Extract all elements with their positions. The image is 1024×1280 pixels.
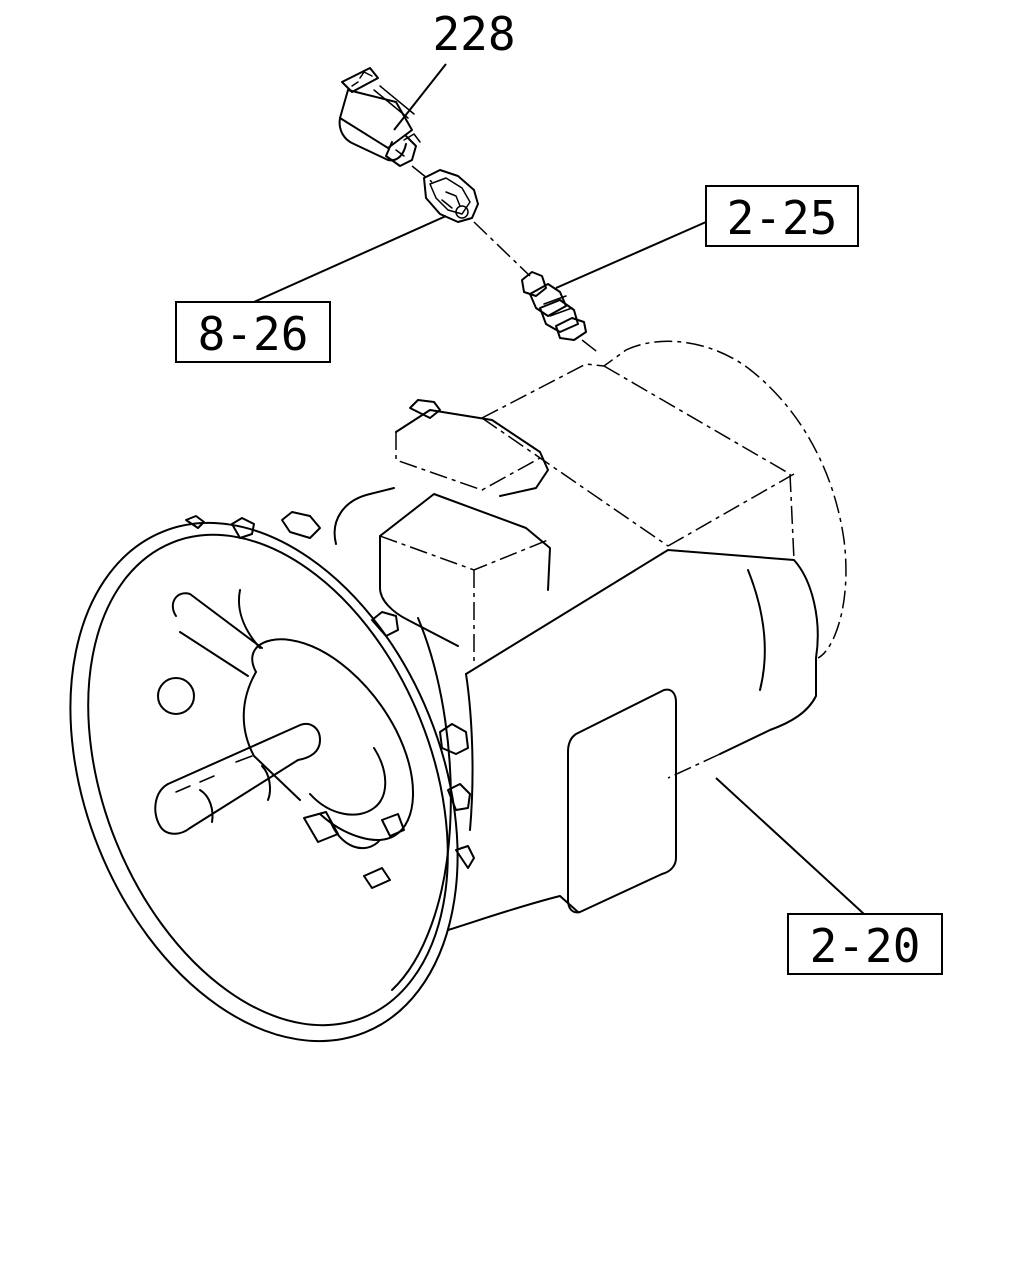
part-2-25-fitting[interactable] (521, 271, 587, 341)
callout-228-text: 228 (432, 7, 515, 61)
callout-2-25-box (705, 185, 859, 247)
assembly-line-228 (411, 165, 433, 183)
leader-228 (393, 63, 447, 131)
part-8-26-connector[interactable] (423, 169, 479, 223)
callout-2-20[interactable]: 2-20 (787, 913, 943, 975)
callout-2-20-box (787, 913, 943, 975)
callout-2-25-text: 2-25 (727, 191, 838, 245)
leader-2-25 (555, 221, 707, 289)
callout-8-26-box (175, 301, 331, 363)
callout-8-26[interactable]: 8-26 (175, 301, 331, 363)
callout-2-25[interactable]: 2-25 (705, 185, 859, 247)
callout-8-26-text: 8-26 (198, 307, 309, 361)
assembly-line-8-26 (473, 221, 531, 277)
part-228-solenoid[interactable] (338, 67, 421, 167)
leader-8-26 (253, 215, 447, 303)
leader-2-20 (715, 777, 865, 915)
assembly-line-2-25 (581, 339, 601, 355)
part-2-20-transmission[interactable] (0, 340, 847, 1099)
callout-228[interactable]: 228 (432, 7, 515, 61)
callout-2-20-text: 2-20 (810, 919, 921, 973)
